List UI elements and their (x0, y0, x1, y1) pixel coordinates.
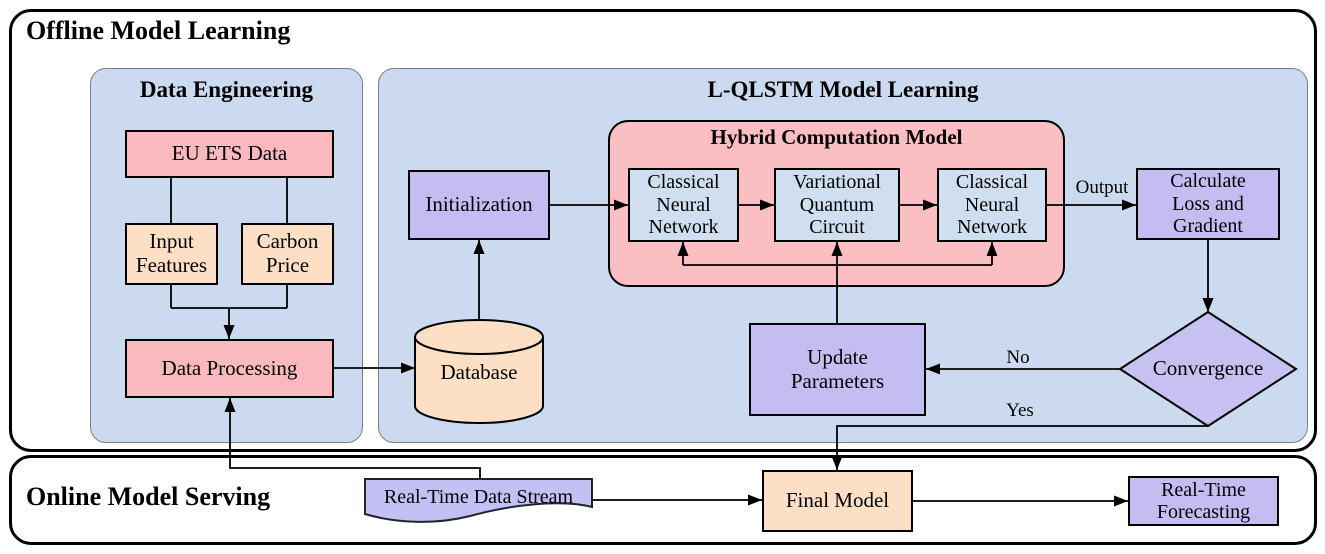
data-engineering-title: Data Engineering (139, 77, 314, 102)
node-rt-forecasting: Real-Time Forecasting (1128, 476, 1279, 526)
edge-rtds-to-dataprocessing (224, 398, 481, 479)
node-initialization: Initialization (408, 170, 550, 240)
node-input-features-label: Input Features (135, 229, 208, 277)
node-database: Database (415, 340, 543, 406)
convergence-diamond-shape (1118, 310, 1298, 428)
node-classical-nn-input-label: Classical Neural Network (647, 171, 720, 239)
edge-convergence-yes-to-finalmodel (831, 425, 1208, 470)
node-convergence-label: Convergence (1152, 356, 1264, 381)
node-carbon-price: Carbon Price (241, 223, 334, 285)
node-eu-ets-data: EU ETS Data (125, 130, 334, 178)
node-eu-ets-data-label: EU ETS Data (171, 141, 288, 166)
database-cylinder-shape (414, 319, 544, 424)
edge-label-output: Output (1075, 177, 1129, 198)
node-variational-quantum-circuit-label: Variational Quantum Circuit (793, 171, 881, 239)
offline-section-title: Offline Model Learning (26, 16, 291, 45)
node-classical-nn-input: Classical Neural Network (628, 168, 739, 242)
edge-label-yes: Yes (1006, 400, 1034, 421)
hybrid-computation-title: Hybrid Computation Model (710, 125, 963, 149)
node-final-model-label: Final Model (785, 488, 890, 513)
edge-label-no: No (1006, 347, 1030, 368)
node-update-parameters-label: Update Parameters (790, 344, 885, 393)
node-rt-data-stream-label: Real-Time Data Stream (383, 485, 574, 508)
edge-merge-lines (170, 285, 288, 309)
online-section-title: Online Model Serving (26, 482, 271, 511)
node-final-model: Final Model (762, 470, 913, 532)
node-calculate-loss-gradient: Calculate Loss and Gradient (1136, 168, 1280, 240)
node-data-processing-label: Data Processing (161, 355, 298, 380)
node-database-label: Database (440, 360, 518, 385)
node-rt-data-stream: Real-Time Data Stream (365, 477, 592, 517)
node-rt-forecasting-label: Real-Time Forecasting (1156, 478, 1251, 523)
node-carbon-price-label: Carbon Price (256, 229, 319, 277)
node-variational-quantum-circuit: Variational Quantum Circuit (774, 168, 900, 242)
node-classical-nn-output: Classical Neural Network (937, 168, 1047, 242)
node-convergence: Convergence (1120, 340, 1296, 398)
node-calculate-loss-gradient-label: Calculate Loss and Gradient (1170, 170, 1246, 238)
node-classical-nn-output-label: Classical Neural Network (955, 171, 1029, 239)
rt-data-stream-shape (364, 478, 593, 523)
lqlstm-title: L-QLSTM Model Learning (707, 77, 979, 102)
node-input-features: Input Features (125, 223, 218, 285)
node-initialization-label: Initialization (425, 192, 533, 217)
node-update-parameters: Update Parameters (749, 323, 926, 416)
node-data-processing: Data Processing (125, 339, 334, 398)
